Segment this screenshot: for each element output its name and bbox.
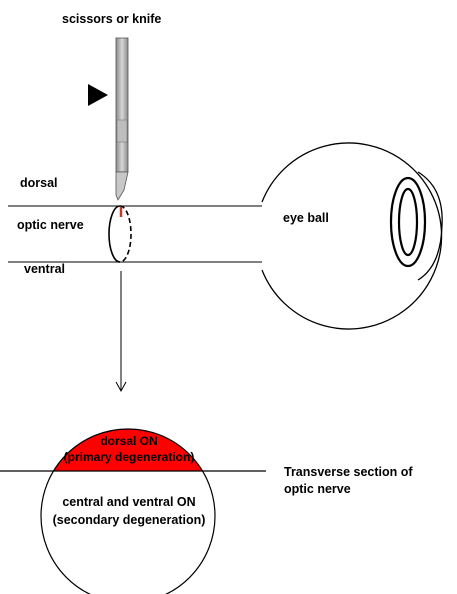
primary-degeneration-label: (primary degeneration) xyxy=(64,450,195,464)
dorsal-label: dorsal xyxy=(20,176,58,190)
scalpel-icon xyxy=(115,37,129,201)
central-ventral-on-label: central and ventral ON xyxy=(62,495,195,509)
down-arrow-icon xyxy=(115,271,127,393)
eye-ball-label: eye ball xyxy=(283,211,329,225)
optic-nerve-label: optic nerve xyxy=(17,218,84,232)
ventral-label: ventral xyxy=(24,262,65,276)
secondary-degeneration-label: (secondary degeneration) xyxy=(53,513,206,527)
pointer-triangle-icon xyxy=(88,84,108,106)
dorsal-on-label: dorsal ON xyxy=(100,434,157,448)
section-title-line1: Transverse section of xyxy=(284,465,413,479)
eye-ball xyxy=(261,142,443,330)
nerve-cut-site xyxy=(108,205,132,263)
section-title-line2: optic nerve xyxy=(284,482,351,496)
tool-label: scissors or knife xyxy=(62,12,161,26)
